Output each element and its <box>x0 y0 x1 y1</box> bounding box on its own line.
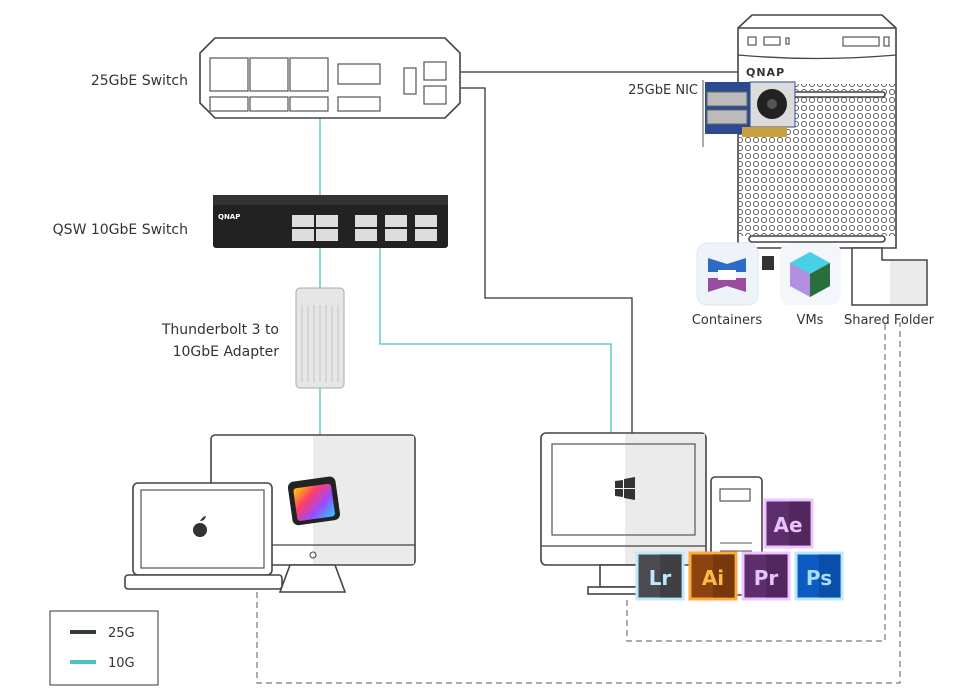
svg-text:Ai: Ai <box>702 566 724 590</box>
adobe-app-ps: Ps <box>794 551 844 601</box>
thunderbolt-adapter[interactable]: Thunderbolt 3 to 10GbE Adapter <box>161 287 345 389</box>
switch-25gbe[interactable]: 25GbE Switch <box>91 37 461 119</box>
shared-folder-label: Shared Folder <box>844 313 935 328</box>
qsw-brand: QNAP <box>218 213 240 221</box>
containers-label: Containers <box>692 313 763 328</box>
link-qsw-pc <box>379 248 612 433</box>
macbook[interactable] <box>124 482 283 590</box>
adapter-label-line2: 10GbE Adapter <box>173 344 280 360</box>
legend: 25G 10G <box>49 610 159 686</box>
container-station-app[interactable]: Containers <box>692 242 763 328</box>
switch-25gbe-label: 25GbE Switch <box>91 73 188 89</box>
connections-10g <box>319 118 612 435</box>
switch-qsw-label: QSW 10GbE Switch <box>53 222 188 238</box>
nic-25gbe: 25GbE NIC <box>628 80 796 147</box>
windows-pc[interactable] <box>540 432 763 596</box>
svg-text:Ps: Ps <box>806 566 832 590</box>
adapter-label-line1: Thunderbolt 3 to <box>161 322 279 338</box>
adobe-app-ae: Ae <box>763 498 814 549</box>
connections-25g <box>460 71 738 433</box>
svg-text:Ae: Ae <box>773 513 802 537</box>
adobe-app-pr: Pr <box>741 551 791 601</box>
legend-label-25g: 25G <box>108 626 135 641</box>
switch-qsw-10gbe[interactable]: QNAP QSW 10GbE Switch <box>53 195 448 248</box>
shared-folder-app[interactable]: Shared Folder <box>844 247 935 328</box>
vms-label: VMs <box>797 313 824 328</box>
final-cut-pro-icon <box>287 476 341 526</box>
adobe-app-lr: Lr <box>635 551 685 601</box>
virtualization-station-app[interactable]: VMs <box>780 243 841 328</box>
nas-brand: QNAP <box>746 66 785 79</box>
apple-logo-icon <box>193 516 207 537</box>
adobe-app-ai: Ai <box>688 551 738 601</box>
nic-label: 25GbE NIC <box>628 83 698 98</box>
qnap-nas[interactable]: QNAP <box>737 14 897 270</box>
svg-text:Pr: Pr <box>754 566 779 590</box>
legend-label-10g: 10G <box>108 656 135 671</box>
shared-folder-mounts <box>256 322 901 684</box>
svg-text:Lr: Lr <box>649 566 672 590</box>
windows-logo-icon <box>615 477 635 500</box>
link-switch-pc <box>460 87 633 433</box>
